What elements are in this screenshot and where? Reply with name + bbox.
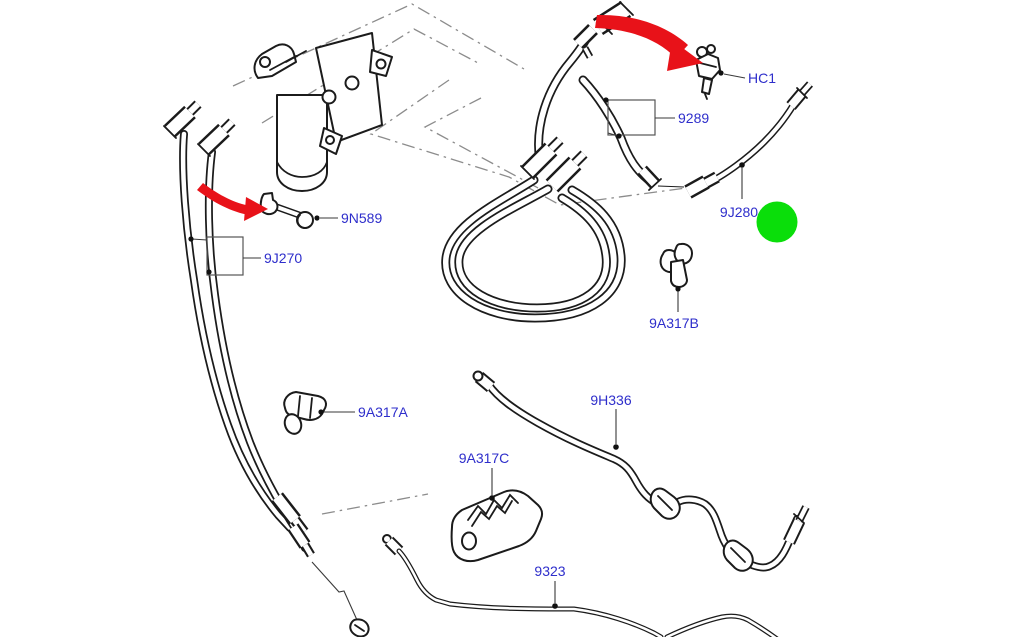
part-9a317b-clip — [659, 242, 693, 288]
red-arrow-to-hc1 — [595, 14, 703, 71]
part-9289-hose-assembly — [441, 1, 685, 323]
red-arrow-body — [595, 14, 688, 59]
part-9h336-hose — [472, 370, 810, 572]
label-9289[interactable]: 9289 — [678, 110, 709, 126]
callout-9a317a — [318, 409, 355, 415]
part-hc1-sensor — [695, 44, 721, 100]
red-arrow-head — [244, 197, 268, 221]
part-9a317a-clip — [283, 391, 327, 435]
callout-9289 — [603, 97, 675, 139]
red-arrow-body — [197, 183, 250, 215]
red-arrow-head — [667, 40, 703, 71]
bottom-edge-clip — [311, 561, 370, 637]
phantom-outline-lines — [232, 3, 687, 515]
fuel-filter-assembly — [253, 32, 393, 192]
callout-9j270 — [188, 236, 261, 276]
part-9323-tube — [382, 534, 779, 637]
callout-9h336 — [613, 409, 619, 450]
callout-hc1 — [718, 70, 746, 79]
part-9a317c-clamp — [450, 489, 543, 563]
label-9n589[interactable]: 9N589 — [341, 210, 382, 226]
red-arrow-to-9n589 — [197, 183, 268, 221]
callout-9n589 — [314, 215, 338, 221]
callout-9323 — [552, 581, 558, 609]
label-9j280[interactable]: 9J280 — [720, 204, 758, 220]
callout-9a317b — [675, 286, 681, 312]
callout-9j280 — [739, 162, 745, 199]
callout-9a317c — [489, 468, 495, 501]
part-9n589-clip — [259, 192, 314, 229]
highlight-circle — [756, 201, 798, 243]
part-9j280-tube — [684, 81, 813, 199]
label-9h336[interactable]: 9H336 — [590, 392, 631, 408]
label-9323[interactable]: 9323 — [534, 563, 565, 579]
label-hc1[interactable]: HC1 — [748, 70, 776, 86]
label-9a317c[interactable]: 9A317C — [459, 450, 510, 466]
part-9j270-tubes — [163, 100, 315, 558]
label-9a317b[interactable]: 9A317B — [649, 315, 699, 331]
label-9j270[interactable]: 9J270 — [264, 250, 302, 266]
label-9a317a[interactable]: 9A317A — [358, 404, 408, 420]
